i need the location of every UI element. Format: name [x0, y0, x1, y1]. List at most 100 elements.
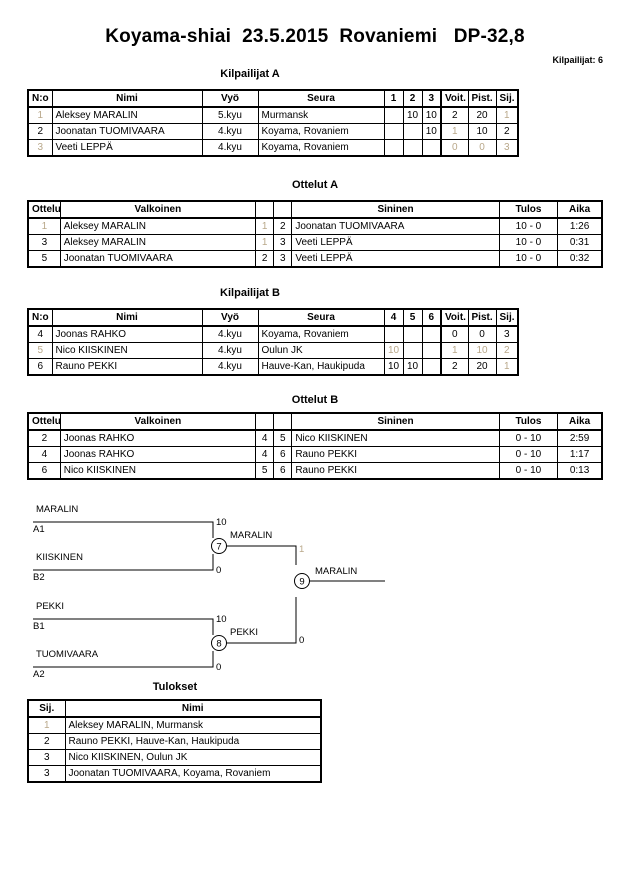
col-name: Nimi [51, 308, 203, 327]
col-m3: 3 [421, 89, 442, 108]
cell-match: 6 [27, 462, 61, 480]
table-row: 6 Rauno PEKKI 4.kyu Hauve-Kan, Haukipuda… [27, 358, 519, 376]
cell-time: 1:17 [557, 446, 603, 463]
col-result: Tulos [498, 200, 559, 219]
cell-blue: Veeti LEPPÄ [291, 250, 500, 268]
table-row: 4 Joonas RAHKO 4.kyu Koyama, Rovaniem 0 … [27, 325, 519, 343]
cell-name: Nico KIISKINEN, Oulun JK [64, 749, 322, 766]
cell-m2 [402, 139, 423, 157]
matches-b-table: Ottelu Valkoinen Sininen Tulos Aika 2 Jo… [27, 412, 603, 480]
cell-no: 3 [27, 139, 53, 157]
cell-belt: 4.kyu [201, 342, 259, 359]
col-blue-no [273, 200, 293, 219]
cell-m2 [402, 123, 423, 140]
cell-name: Veeti LEPPÄ [51, 139, 203, 157]
bracket-winner-sf2: PEKKI [230, 627, 258, 638]
cell-m1: 10 [383, 342, 404, 359]
table-row: 5 Joonatan TUOMIVAARA 2 3 Veeti LEPPÄ 10… [27, 250, 603, 268]
table-row: 5 Nico KIISKINEN 4.kyu Oulun JK 10 1 10 … [27, 342, 519, 359]
cell-blue-no: 3 [273, 234, 293, 251]
cell-white-no: 2 [255, 250, 275, 268]
table-row: 3 Aleksey MARALIN 1 3 Veeti LEPPÄ 10 - 0… [27, 234, 603, 251]
cell-m2: 10 [402, 358, 423, 376]
cell-name: Joonatan TUOMIVAARA [51, 123, 203, 140]
col-points: Pist. [467, 308, 497, 327]
table-header-row: Ottelu Valkoinen Sininen Tulos Aika [27, 412, 603, 431]
cell-belt: 5.kyu [201, 106, 259, 124]
col-white-no [255, 200, 275, 219]
cell-name: Nico KIISKINEN [51, 342, 203, 359]
table-row: 1 Aleksey MARALIN, Murmansk [27, 716, 322, 734]
bracket-entry-sf2-bottom-seed: A2 [33, 669, 45, 677]
table-row: 2 Rauno PEKKI, Hauve-Kan, Haukipuda [27, 733, 322, 750]
cell-club: Murmansk [257, 106, 385, 124]
col-m2: 2 [402, 89, 423, 108]
col-match: Ottelu [27, 412, 61, 431]
page-title: Koyama-shiai 23.5.2015 Rovaniemi DP-32,8 [105, 26, 525, 47]
table-row: 2 Joonas RAHKO 4 5 Nico KIISKINEN 0 - 10… [27, 429, 603, 447]
col-belt: Vyö [201, 89, 259, 108]
col-time: Aika [557, 200, 603, 219]
cell-white: Joonas RAHKO [59, 429, 257, 447]
table-header-row: N:o Nimi Vyö Seura 4 5 6 Voit. Pist. Sij… [27, 308, 519, 327]
cell-white-no: 4 [255, 446, 275, 463]
cell-points: 10 [467, 342, 497, 359]
bracket-score-sf2-bottom: 0 [216, 662, 221, 673]
bracket-line-sf2-bottom [33, 651, 214, 668]
col-name: Nimi [64, 699, 322, 718]
table-row: 3 Nico KIISKINEN, Oulun JK [27, 749, 322, 766]
bracket-score-final-top: 1 [299, 544, 304, 555]
col-match: Ottelu [27, 200, 61, 219]
col-result: Tulos [498, 412, 559, 431]
cell-blue: Rauno PEKKI [291, 446, 500, 463]
pool-b-table: N:o Nimi Vyö Seura 4 5 6 Voit. Pist. Sij… [27, 308, 519, 376]
cell-blue: Nico KIISKINEN [291, 429, 500, 447]
cell-white: Aleksey MARALIN [59, 217, 257, 235]
cell-m1 [383, 139, 404, 157]
cell-result: 0 - 10 [498, 446, 559, 463]
cell-m2: 10 [402, 106, 423, 124]
entrants-count: Kilpailijat: 6 [552, 55, 603, 65]
bracket-line-sf2-top [33, 618, 214, 635]
cell-time: 1:26 [557, 217, 603, 235]
cell-m1 [383, 123, 404, 140]
cell-rank: 1 [27, 716, 66, 734]
col-white-no [255, 412, 275, 431]
cell-no: 6 [27, 358, 53, 376]
cell-result: 10 - 0 [498, 234, 559, 251]
cell-white-no: 4 [255, 429, 275, 447]
table-header-row: Sij. Nimi [27, 699, 322, 718]
cell-m1 [383, 106, 404, 124]
bracket-line-sf1-out [225, 545, 297, 565]
results-table: Sij. Nimi 1 Aleksey MARALIN, Murmansk 2 … [27, 699, 322, 783]
bracket-node-sf1-number: 7 [216, 542, 221, 553]
table-row: 2 Joonatan TUOMIVAARA 4.kyu Koyama, Rova… [27, 123, 519, 140]
caption-pool-b: Kilpailijat B [220, 287, 280, 299]
cell-no: 4 [27, 325, 53, 343]
cell-points: 20 [467, 106, 497, 124]
cell-points: 0 [467, 325, 497, 343]
table-row: 1 Aleksey MARALIN 5.kyu Murmansk 10 10 2… [27, 106, 519, 124]
cell-club: Koyama, Rovaniem [257, 139, 385, 157]
cell-result: 0 - 10 [498, 429, 559, 447]
bracket-score-sf1-bottom: 0 [216, 565, 221, 576]
cell-m3 [421, 358, 442, 376]
col-no: N:o [27, 89, 53, 108]
col-white: Valkoinen [59, 412, 257, 431]
bracket-entry-sf1-top-seed: A1 [33, 524, 45, 535]
cell-blue-no: 6 [273, 462, 293, 480]
col-rank: Sij. [495, 308, 519, 327]
col-rank: Sij. [27, 699, 66, 718]
bracket-score-sf2-top: 10 [216, 614, 227, 625]
cell-club: Hauve-Kan, Haukipuda [257, 358, 385, 376]
cell-belt: 4.kyu [201, 123, 259, 140]
cell-m3: 10 [421, 106, 442, 124]
col-time: Aika [557, 412, 603, 431]
bracket-entry-sf1-top-name: MARALIN [36, 504, 78, 515]
table-header-row: Ottelu Valkoinen Sininen Tulos Aika [27, 200, 603, 219]
cell-white: Joonatan TUOMIVAARA [59, 250, 257, 268]
cell-wins: 2 [440, 106, 469, 124]
bracket-entry-sf2-top-name: PEKKI [36, 601, 64, 612]
bracket-line-sf2-out [225, 597, 297, 644]
